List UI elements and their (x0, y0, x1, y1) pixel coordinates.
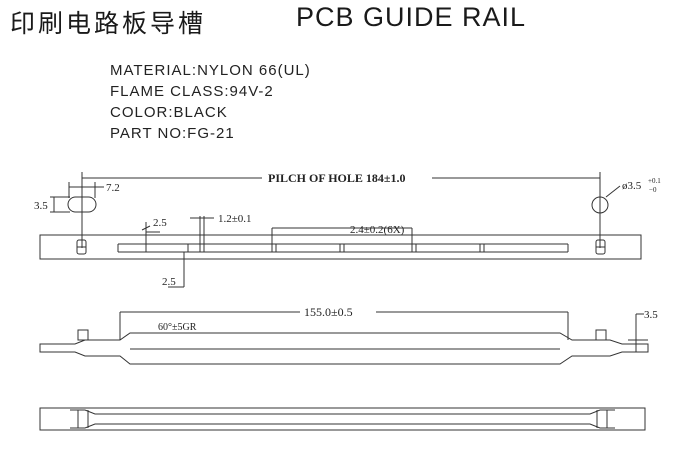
side-peg-right (595, 329, 607, 341)
bottom-end-right (580, 409, 615, 429)
dim-groove-depth: 2.5 (153, 217, 167, 229)
dim-hole-tol-lower: −0 (649, 186, 657, 194)
dim-hole-diameter: ø3.5 (622, 180, 642, 192)
dim-slot-gap: 1.2±0.1 (218, 213, 252, 225)
dim-side-height: 3.5 (644, 309, 658, 321)
bottom-end-left (70, 409, 110, 429)
hole-leader (605, 185, 621, 198)
dim-groove-bottom: 2.5 (162, 276, 176, 288)
spec-color: COLOR:BLACK (110, 104, 228, 121)
spec-part-no: PART NO:FG-21 (110, 125, 235, 142)
spec-block: MATERIAL:NYLON 66(UL) FLAME CLASS:94V-2 … (110, 60, 311, 144)
dim-chamfer: 60°±5GR (158, 322, 197, 333)
side-peg-left (77, 329, 89, 341)
hole-circle (591, 196, 609, 214)
bottom-rail-body (39, 407, 646, 431)
groove-depth-arrow (141, 225, 151, 231)
dim-slot-width: 7.2 (106, 182, 120, 194)
dim-slot-height: 3.5 (34, 200, 48, 212)
dim-hole-tol-upper: +0.1 (648, 177, 661, 185)
side-profile-outline (39, 332, 649, 365)
side-view (39, 311, 649, 365)
dim-pitch-of-hole: PILCH OF HOLE 184±1.0 (268, 171, 405, 185)
bottom-view (39, 407, 646, 431)
dim-side-length: 155.0±0.5 (304, 305, 353, 319)
slot-outline (67, 196, 97, 213)
dim-segment-spacing: 2.4±0.2(6X) (350, 224, 405, 236)
top-view (39, 172, 642, 288)
spec-material: MATERIAL:NYLON 66(UL) (110, 62, 311, 79)
title-chinese: 印刷电路板导槽 (10, 9, 207, 38)
rail-body (39, 234, 642, 260)
title-english: PCB GUIDE RAIL (296, 2, 527, 32)
spec-flame-class: FLAME CLASS:94V-2 (110, 83, 274, 100)
